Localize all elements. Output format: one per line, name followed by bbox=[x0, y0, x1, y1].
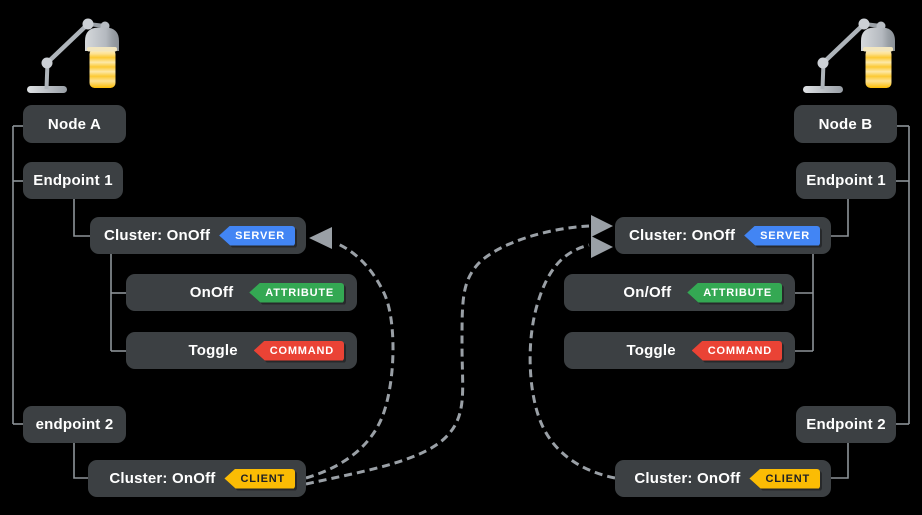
node-b-tree-connectors bbox=[795, 125, 910, 479]
node-b-command-box: Toggle COMMAND bbox=[564, 332, 795, 369]
node-b-server-cluster-box: Cluster: OnOff SERVER bbox=[615, 217, 831, 254]
client-badge-label: CLIENT bbox=[224, 468, 295, 489]
node-a-command-label: Toggle bbox=[188, 342, 238, 359]
node-a-endpoint2-box: endpoint 2 bbox=[23, 406, 126, 443]
node-b-box: Node B bbox=[794, 105, 897, 143]
node-a-command-box: Toggle COMMAND bbox=[126, 332, 357, 369]
server-badge: SERVER bbox=[744, 225, 820, 246]
node-a-server-cluster-box: Cluster: OnOff SERVER bbox=[90, 217, 306, 254]
node-a-endpoint1-label: Endpoint 1 bbox=[33, 172, 113, 189]
node-b-endpoint1-label: Endpoint 1 bbox=[806, 172, 886, 189]
node-a-box: Node A bbox=[23, 105, 126, 143]
client-badge-label: CLIENT bbox=[749, 468, 820, 489]
attribute-badge: ATTRIBUTE bbox=[687, 282, 782, 303]
attribute-badge-label: ATTRIBUTE bbox=[249, 282, 344, 303]
server-badge-label: SERVER bbox=[744, 225, 820, 246]
binding-arrow-a-client-to-a-server bbox=[305, 241, 395, 480]
client-badge: CLIENT bbox=[224, 468, 295, 489]
node-b-server-cluster-label: Cluster: OnOff bbox=[629, 227, 736, 244]
node-a-client-cluster-box: Cluster: OnOff CLIENT bbox=[88, 460, 306, 497]
node-b-client-cluster-label: Cluster: OnOff bbox=[634, 470, 741, 487]
command-badge-label: COMMAND bbox=[253, 340, 344, 361]
server-badge-label: SERVER bbox=[219, 225, 295, 246]
command-badge: COMMAND bbox=[691, 340, 782, 361]
arrowhead-into-b-server-lower bbox=[591, 236, 613, 258]
node-a-tree-connectors bbox=[12, 125, 127, 479]
arrowhead-into-b-server-upper bbox=[591, 215, 613, 237]
node-a-attribute-label: OnOff bbox=[189, 284, 234, 301]
node-b-endpoint1-box: Endpoint 1 bbox=[796, 162, 896, 199]
arrowhead-into-a-server bbox=[309, 227, 332, 249]
node-a-label: Node A bbox=[47, 115, 102, 133]
node-b-attribute-box: On/Off ATTRIBUTE bbox=[564, 274, 795, 311]
attribute-badge-label: ATTRIBUTE bbox=[687, 282, 782, 303]
command-badge-label: COMMAND bbox=[691, 340, 782, 361]
node-a-client-cluster-label: Cluster: OnOff bbox=[109, 470, 216, 487]
node-b-command-label: Toggle bbox=[626, 342, 676, 359]
node-a-endpoint2-label: endpoint 2 bbox=[35, 416, 114, 433]
node-b-label: Node B bbox=[818, 115, 873, 133]
node-a-server-cluster-label: Cluster: OnOff bbox=[104, 227, 211, 244]
binding-arrow-a-client-to-b-server bbox=[305, 224, 590, 486]
client-badge: CLIENT bbox=[749, 468, 820, 489]
node-b-endpoint2-label: Endpoint 2 bbox=[806, 416, 886, 433]
node-b-client-cluster-box: Cluster: OnOff CLIENT bbox=[615, 460, 831, 497]
command-badge: COMMAND bbox=[253, 340, 344, 361]
node-b-attribute-label: On/Off bbox=[623, 284, 672, 301]
node-b-endpoint2-box: Endpoint 2 bbox=[796, 406, 896, 443]
server-badge: SERVER bbox=[219, 225, 295, 246]
node-a-endpoint1-box: Endpoint 1 bbox=[23, 162, 123, 199]
attribute-badge: ATTRIBUTE bbox=[249, 282, 344, 303]
node-a-attribute-box: OnOff ATTRIBUTE bbox=[126, 274, 357, 311]
